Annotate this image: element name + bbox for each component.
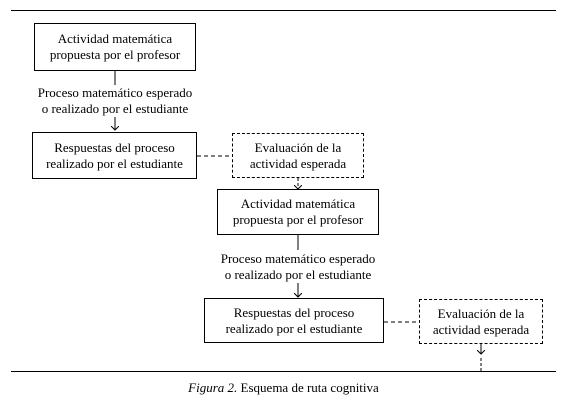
process-label-1: Proceso matemático esperado o realizado … xyxy=(14,85,216,117)
response-box-2: Respuestas del proceso realizado por el … xyxy=(204,298,384,343)
process-label-2: Proceso matemático esperado o realizado … xyxy=(197,251,399,283)
figure-caption-text: Esquema de ruta cognitiva xyxy=(240,380,379,395)
figure-label: Figura 2. xyxy=(188,380,238,395)
activity-box-2: Actividad matemática propuesta por el pr… xyxy=(217,189,379,235)
response-box-1: Respuestas del proceso realizado por el … xyxy=(32,132,197,179)
evaluation-box-1: Evaluación de la actividad esperada xyxy=(232,133,364,178)
figure-caption: Figura 2. Esquema de ruta cognitiva xyxy=(0,380,567,396)
bottom-rule xyxy=(11,371,556,372)
activity-box-1: Actividad matemática propuesta por el pr… xyxy=(34,23,196,71)
top-rule xyxy=(11,10,556,11)
evaluation-box-2: Evaluación de la actividad esperada xyxy=(419,299,543,344)
